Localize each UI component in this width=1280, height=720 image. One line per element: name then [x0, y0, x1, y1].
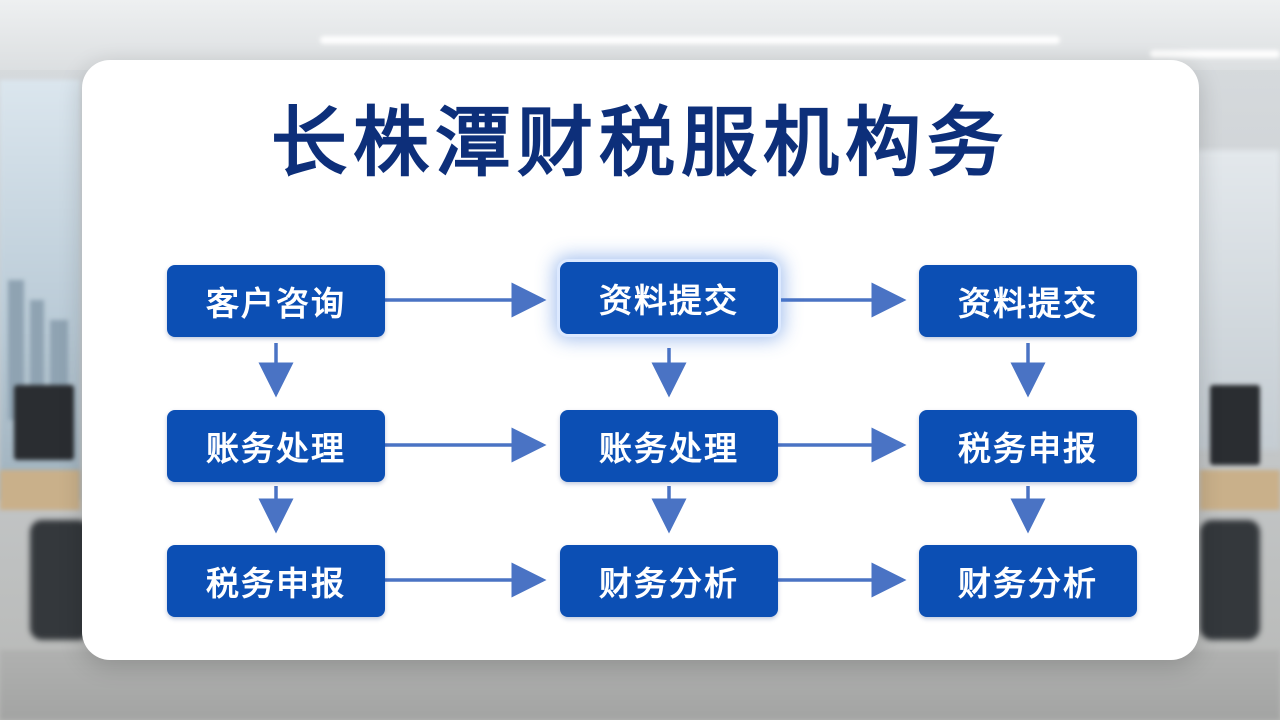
flow-node-bookkeeping: 账务处理 [167, 410, 385, 482]
monitor-right [1210, 385, 1260, 465]
desk-left [0, 470, 80, 510]
ceiling-light [320, 36, 1060, 44]
flow-node-document-submission: 资料提交 [919, 265, 1137, 337]
flow-node-tax-filing: 税务申报 [919, 410, 1137, 482]
flow-node-bookkeeping: 账务处理 [560, 410, 778, 482]
flow-node-tax-filing: 税务申报 [167, 545, 385, 617]
ceiling-light [1150, 50, 1280, 58]
flow-node-document-submission: 资料提交 [560, 262, 778, 334]
flow-node-financial-analysis: 财务分析 [919, 545, 1137, 617]
flow-node-client-consultation: 客户咨询 [167, 265, 385, 337]
page-title: 长株潭财税服机构务 [271, 98, 1009, 187]
monitor-left [14, 385, 74, 460]
desk-right [1200, 470, 1280, 510]
office-chair-left [30, 520, 90, 640]
ceiling [0, 0, 1280, 70]
office-chair-right [1200, 520, 1260, 640]
flow-node-financial-analysis: 财务分析 [560, 545, 778, 617]
floor [0, 650, 1280, 720]
